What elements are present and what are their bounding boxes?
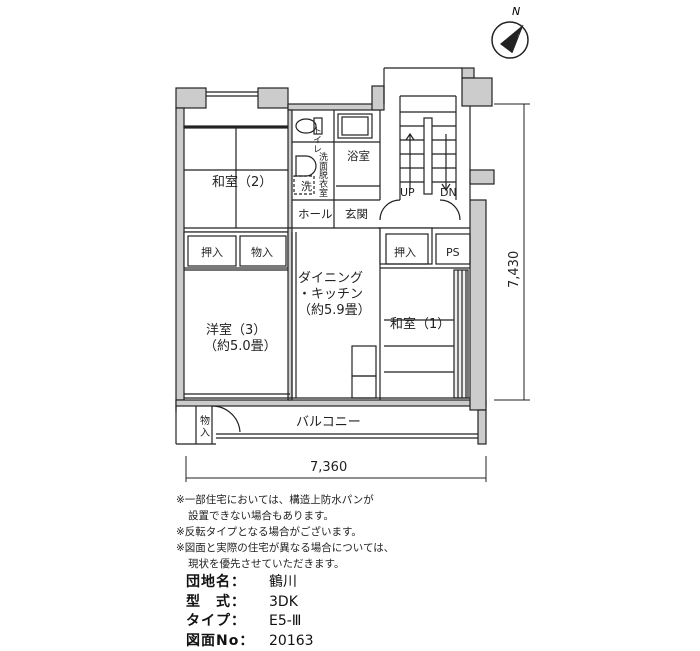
room-youshitsu-line2: （約5.0畳） [204, 339, 277, 354]
balcony-label: バルコニー [296, 415, 361, 430]
danchi-value: 鶴川 [269, 573, 297, 593]
room-washitsu-2: 和室（2） [212, 174, 272, 190]
info-row-zumen: 図面No： 20163 [186, 632, 314, 651]
taipu-label: タイプ： [186, 612, 269, 632]
note-line-3: ※反転タイプとなる場合がございます。 [176, 524, 596, 540]
note-line-4: ※図面と実際の住宅が異なる場合については、 [176, 540, 596, 556]
north-label: N [512, 5, 520, 18]
closet-oshiire-left: 押入 [201, 245, 223, 259]
property-info: 団地名： 鶴川 型 式： 3DK タイプ： E5-Ⅲ 図面No： 20163 [186, 573, 314, 651]
zumen-label: 図面No： [186, 632, 269, 651]
taipu-value: E5-Ⅲ [269, 612, 301, 632]
notes: ※一部住宅においては、構造上防水パンが 設置できない場合もあります。 ※反転タイ… [176, 492, 596, 572]
room-dining-line3: （約5.9畳） [298, 303, 371, 318]
closet-oshiire-right: 押入 [394, 245, 416, 259]
room-genkan: 玄関 [345, 207, 368, 221]
info-row-taipu: タイプ： E5-Ⅲ [186, 612, 314, 632]
dimension-depth: 7,430 [507, 251, 522, 288]
note-line-2: 設置できない場合もあります。 [176, 508, 596, 524]
zumen-value: 20163 [269, 632, 314, 651]
room-toilet: トイレ [311, 126, 322, 153]
danchi-label: 団地名： [186, 573, 269, 593]
room-washitsu-1: 和室（1） [390, 316, 450, 332]
info-row-danchi: 団地名： 鶴川 [186, 573, 314, 593]
dimension-width: 7,360 [310, 460, 347, 475]
room-hall: ホール [298, 207, 333, 221]
balcony-storage-label-1: 物 [200, 414, 210, 427]
note-line-5: 現状を優先させていただきます。 [176, 556, 596, 572]
stair-up-label: UP [400, 186, 415, 199]
type-label: 型 式： [186, 593, 269, 613]
pipe-space-label: PS [446, 246, 460, 259]
stair-dn-label: DN [440, 186, 457, 199]
room-senmen-datsuishitsu: 洗面脱衣室 [317, 151, 328, 197]
room-youshitsu-line1: 洋室（3） [206, 322, 266, 338]
storage-monoire-left: 物入 [251, 245, 273, 259]
note-line-1: ※一部住宅においては、構造上防水パンが [176, 492, 596, 508]
north-compass-icon: N [492, 5, 528, 58]
info-row-type: 型 式： 3DK [186, 593, 314, 613]
room-dining-line2: ・キッチン [298, 287, 363, 302]
room-bath: 浴室 [347, 149, 370, 163]
type-value: 3DK [269, 593, 298, 613]
washer-label: 洗 [301, 180, 312, 193]
room-dining-line1: ダイニング [298, 271, 363, 286]
balcony-storage-label-2: 入 [200, 428, 210, 439]
